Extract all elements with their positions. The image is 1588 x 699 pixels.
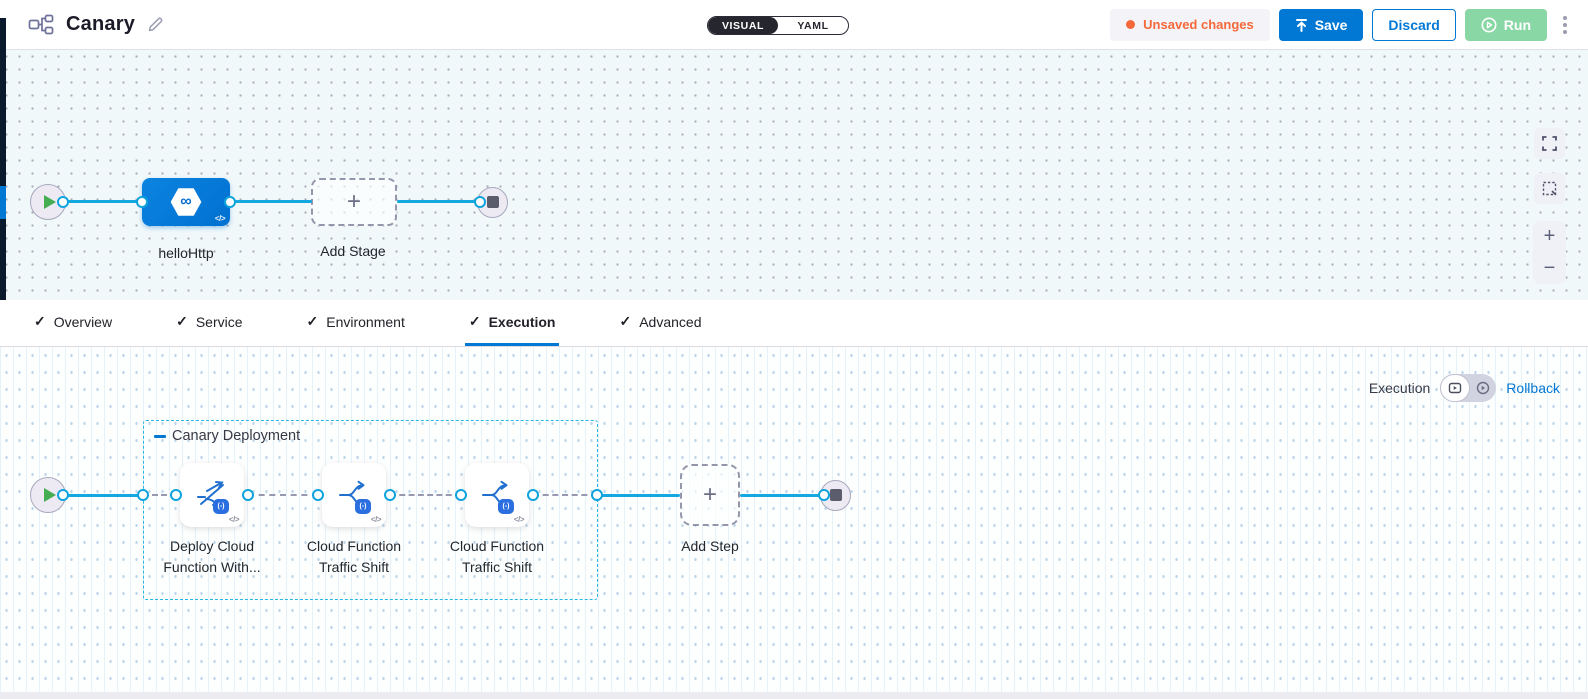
execution-rollback-toggle[interactable] <box>1440 374 1497 402</box>
tab-overview[interactable]: ✓ Overview <box>34 313 113 330</box>
stage-link-line <box>230 200 312 203</box>
step-link-line <box>597 493 680 497</box>
connector-dot[interactable] <box>136 196 148 208</box>
unsaved-dot-icon <box>1126 20 1136 29</box>
marquee-select-icon <box>1542 181 1556 195</box>
check-icon: ✓ <box>34 313 46 329</box>
tab-execution[interactable]: ✓ Execution <box>464 300 560 346</box>
zoom-in-button[interactable]: + <box>1543 225 1556 248</box>
cloud-function-badge-icon: (-) <box>498 499 514 514</box>
connector-dot[interactable] <box>242 489 254 501</box>
check-icon: ✓ <box>176 313 188 329</box>
stop-square-icon <box>486 196 499 208</box>
execution-canvas[interactable] <box>0 347 1588 699</box>
code-icon: </> <box>228 515 240 524</box>
step-traffic-shift-1[interactable]: (-) </> <box>322 463 386 527</box>
run-play-icon <box>1481 17 1497 32</box>
collapse-dash-icon[interactable] <box>154 434 166 438</box>
check-icon: ✓ <box>619 313 632 329</box>
start-play-icon <box>44 488 56 502</box>
more-options-kebab-icon[interactable] <box>1556 12 1574 38</box>
connector-dot[interactable] <box>57 489 69 501</box>
step-group-header[interactable]: Canary Deployment <box>154 428 300 444</box>
step-dashed-line <box>390 493 461 496</box>
rollback-link[interactable]: Rollback <box>1506 380 1560 396</box>
add-step-label: Add Step <box>681 538 739 554</box>
tab-advanced[interactable]: ✓ Advanced <box>619 313 702 330</box>
toggle-visual[interactable]: VISUAL <box>708 17 778 34</box>
save-button[interactable]: Save <box>1278 8 1364 41</box>
stage-link-line <box>397 200 479 203</box>
stage-node-hellohttp[interactable]: ∞ </> <box>142 178 230 226</box>
connector-dot[interactable] <box>170 489 182 501</box>
connector-dot[interactable] <box>474 196 486 208</box>
code-icon: </> <box>370 515 382 524</box>
step-link-line <box>740 493 824 497</box>
connector-dot[interactable] <box>455 489 467 501</box>
stage-link-line <box>63 200 143 203</box>
cloud-function-badge-icon: (-) <box>213 499 229 514</box>
connector-dot[interactable] <box>137 489 149 501</box>
fullscreen-button[interactable] <box>1534 128 1565 159</box>
step-dashed-line <box>533 493 597 496</box>
visual-yaml-toggle[interactable]: VISUAL YAML <box>707 16 849 35</box>
selection-mode-button[interactable] <box>1534 173 1565 204</box>
check-icon: ✓ <box>468 313 481 329</box>
run-button[interactable]: Run <box>1464 8 1547 41</box>
header-bar: Canary VISUAL YAML Unsaved changes <box>0 0 1588 50</box>
connector-dot[interactable] <box>384 489 396 501</box>
step-group-label: Canary Deployment <box>172 428 301 444</box>
connector-dot[interactable] <box>591 489 603 501</box>
toggle-yaml[interactable]: YAML <box>797 19 829 32</box>
step-group-canary-deployment[interactable] <box>143 420 598 600</box>
connector-dot[interactable] <box>527 489 539 501</box>
edit-pencil-icon[interactable] <box>147 16 164 33</box>
add-stage-button[interactable]: + <box>311 178 397 226</box>
rollback-icon <box>1477 381 1490 395</box>
stage-config-tabbar: ✓ Overview ✓ Service ✓ Environment ✓ Exe… <box>0 300 1588 347</box>
horizontal-scrollbar[interactable] <box>0 692 1588 699</box>
plus-icon: + <box>346 188 361 215</box>
plus-icon: + <box>702 481 717 508</box>
connector-dot[interactable] <box>57 196 69 208</box>
fullscreen-icon <box>1542 136 1557 151</box>
stage-canvas[interactable] <box>0 50 1588 300</box>
step-deploy-cloud-function[interactable]: (-) </> <box>180 463 244 527</box>
step-dashed-line <box>143 493 176 496</box>
cloud-function-hexagon-icon: ∞ <box>170 188 202 216</box>
zoom-panel: + − <box>1533 221 1566 284</box>
save-upload-icon <box>1295 18 1307 32</box>
stage-name-label: helloHttp <box>158 245 214 261</box>
step-traffic-shift-2[interactable]: (-) </> <box>465 463 529 527</box>
start-play-icon <box>44 195 56 209</box>
step-link-line <box>63 493 143 497</box>
code-icon: </> <box>214 214 226 223</box>
zoom-out-button[interactable]: − <box>1543 256 1556 279</box>
connector-dot[interactable] <box>224 196 236 208</box>
connector-dot[interactable] <box>818 489 830 501</box>
tab-environment[interactable]: ✓ Environment <box>306 313 405 330</box>
step-dashed-line <box>248 493 318 496</box>
page-title: Canary <box>66 13 136 35</box>
execution-toggle-label: Execution <box>1368 380 1431 396</box>
add-step-button[interactable]: + <box>680 464 740 526</box>
pipeline-icon <box>28 14 54 34</box>
stop-square-icon <box>829 489 842 501</box>
rollback-mode-segment[interactable] <box>1470 381 1496 395</box>
left-nav-edge <box>0 18 6 300</box>
execution-mode-segment[interactable] <box>1440 374 1471 402</box>
add-stage-label: Add Stage <box>320 243 386 259</box>
execution-steps-icon <box>1449 382 1462 394</box>
check-icon: ✓ <box>306 313 319 329</box>
connector-dot[interactable] <box>312 489 324 501</box>
tab-service[interactable]: ✓ Service <box>176 313 243 330</box>
discard-button[interactable]: Discard <box>1372 8 1456 41</box>
unsaved-changes-badge: Unsaved changes <box>1110 8 1270 41</box>
code-icon: </> <box>513 515 525 524</box>
cloud-function-badge-icon: (-) <box>355 499 371 514</box>
